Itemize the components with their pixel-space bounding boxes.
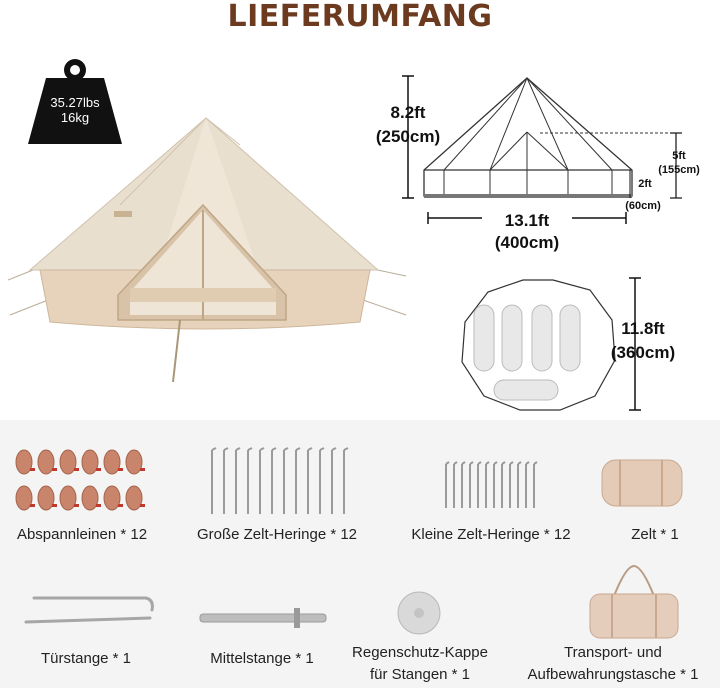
door-pole-icon: [24, 596, 154, 624]
height-ft-label: 8.2ft: [390, 103, 426, 122]
guy-ropes-icon: [15, 449, 145, 511]
wall-ft-label: 5ft: [672, 150, 686, 162]
item-label-storage-bag-line1: Transport- und: [564, 644, 662, 661]
small-pegs-icon: [445, 461, 538, 508]
item-label-rain-cap-line2: für Stangen * 1: [369, 666, 471, 683]
item-label-rain-cap-line1: Regenschutz-Kappe: [352, 644, 488, 661]
tent-image: [8, 117, 407, 383]
weight-badge: 35.27lbs 16kg: [28, 58, 122, 144]
item-label-storage-bag-line2: Aufbewahrungstasche * 1: [527, 666, 699, 683]
large-pegs-icon: [211, 447, 349, 514]
item-label-large-pegs: Große Zelt-Heringe * 12: [196, 526, 358, 543]
item-label-small-pegs: Kleine Zelt-Heringe * 12: [411, 526, 571, 543]
item-label-center-pole: Mittelstange * 1: [210, 650, 314, 667]
item-label-guy-ropes: Abspannleinen * 12: [16, 526, 148, 543]
width-ft-label: 13.1ft: [482, 210, 572, 232]
packed-tent-icon: [601, 459, 683, 507]
rain-cap-icon: [397, 591, 441, 635]
item-label-tent: Zelt * 1: [631, 526, 679, 543]
center-pole-icon: [199, 608, 327, 628]
weight-lbs: 35.27lbs: [50, 95, 100, 110]
wall-cm-label: (155cm): [658, 164, 700, 176]
floor-cm-label: (360cm): [610, 343, 676, 362]
page-title: LIEFERUMFANG: [227, 0, 493, 34]
weight-icon: [28, 59, 122, 144]
storage-bag-icon: [589, 564, 679, 639]
item-label-door-pole: Türstange * 1: [40, 650, 132, 667]
floor-ft-label: 11.8ft: [621, 319, 665, 338]
width-cm-label: (400cm): [494, 233, 560, 252]
weight-kg: 16kg: [60, 110, 90, 125]
door-ft-label: 2ft: [638, 178, 652, 190]
door-cm-label: (60cm): [625, 200, 661, 212]
accessories-panel: Abspannleinen * 12 Große Zelt-Heringe * …: [0, 420, 720, 688]
height-cm-label: (250cm): [375, 127, 441, 146]
